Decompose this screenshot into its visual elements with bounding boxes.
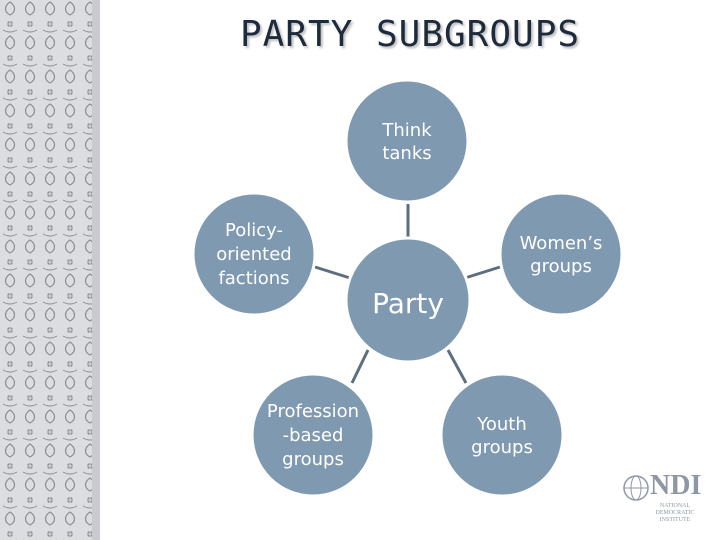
node-policy-factions: Policy- oriented factions xyxy=(193,193,315,315)
node-profession-based: Profession -based groups xyxy=(252,374,374,496)
logo-subtitle-line: NATIONAL xyxy=(642,503,708,510)
node-label-line: Youth xyxy=(476,414,527,435)
node-label-line: oriented xyxy=(216,244,291,265)
node-label-line: groups xyxy=(471,437,533,458)
logo-wordmark: NDI xyxy=(650,470,701,502)
node-label-line: groups xyxy=(282,449,344,470)
connector-policy-factions xyxy=(315,267,350,278)
connector-womens-groups xyxy=(465,267,500,278)
globe-icon xyxy=(622,474,650,502)
node-womens-groups: Women’s groups xyxy=(500,193,622,315)
node-label-line: factions xyxy=(218,268,289,289)
node-youth-groups: Youth groups xyxy=(441,374,563,496)
node-label-line: groups xyxy=(530,256,592,277)
center-node-party: Party xyxy=(346,238,470,362)
node-label-line: -based xyxy=(283,425,344,446)
connector-profession-based xyxy=(352,350,368,383)
node-label-line: Profession xyxy=(267,401,359,422)
logo-subtitle: NATIONAL DEMOCRATIC INSTITUTE xyxy=(642,503,708,524)
center-node-label: Party xyxy=(372,287,444,320)
node-label-line: tanks xyxy=(382,143,431,164)
connector-youth-groups xyxy=(448,350,466,383)
node-think-tanks: Think tanks xyxy=(346,80,468,202)
logo-subtitle-line: DEMOCRATIC xyxy=(642,510,708,517)
logo-subtitle-line: INSTITUTE xyxy=(642,517,708,524)
node-label-line: Policy- xyxy=(225,220,283,241)
node-label-line: Think xyxy=(381,120,432,141)
ndi-logo: NDI NATIONAL DEMOCRATIC INSTITUTE xyxy=(622,470,710,528)
node-label-line: Women’s xyxy=(520,233,603,254)
